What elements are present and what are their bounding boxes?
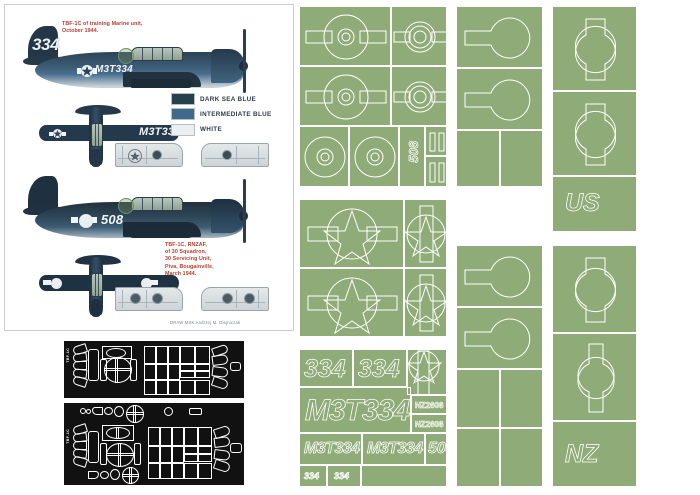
green-code-m3t334-large: M3T334 (305, 394, 411, 428)
wing-detail-right-1 (201, 143, 269, 167)
wing-detail-left-1 (115, 143, 183, 167)
green-mask-sheet-e: US (552, 6, 637, 232)
plan-view-marine: M3T334 (23, 105, 273, 167)
profile-instruction-panel: TBF-1C of training Marine unit, October … (4, 4, 294, 331)
wing-detail-right-2 (201, 287, 269, 311)
black-mask-sheet-1: TBF-1C (64, 341, 244, 398)
turret-outline (118, 48, 134, 64)
caption-bottom: TBF-1C, RNZAF, of 30 Squadron, 30 Servic… (165, 242, 214, 277)
black-mask-label-2: TBF-1C (66, 429, 70, 444)
green-label-us: US (565, 189, 600, 218)
black-mask-sheet-2: TBF-1C (64, 403, 244, 485)
green-number-334-b: 334 (358, 355, 400, 384)
caption-top: TBF-1C of training Marine unit, October … (62, 21, 143, 35)
green-number-334-a: 334 (304, 355, 346, 384)
green-code-508: 508 (428, 440, 455, 458)
legend-label-intermediate-blue: INTERMEDIATE BLUE (200, 110, 272, 118)
green-number-334-small-b: 334 (334, 471, 350, 482)
star-and-bar-insignia (77, 65, 97, 77)
fuselage-code-508: 508 (101, 212, 124, 227)
green-mask-sheet-d (456, 6, 543, 187)
legend-swatch-dark-sea-blue (171, 93, 195, 105)
fuselage-code: M3T334 (95, 64, 133, 75)
wing-roundel-bar-right (150, 280, 158, 285)
black-mask-label-1: TBF-1C (66, 348, 70, 363)
wing-detail-left-2 (115, 287, 183, 311)
green-label-nz: NZ (565, 440, 599, 469)
roundel-bars (71, 217, 78, 223)
legend-row: WHITE (171, 123, 272, 136)
legend-swatch-intermediate-blue (171, 108, 195, 121)
turret-outline (118, 198, 134, 214)
green-serial-nz2606-b: NZ2606 (415, 420, 444, 430)
tail-number-334: 334 (32, 35, 60, 54)
side-view-rnzaf: 508 (23, 173, 273, 251)
green-code-m3t334-med-a: M3T334 (304, 440, 361, 458)
wing-star-insignia (49, 129, 66, 138)
wing-roundel-bar-left (43, 280, 51, 285)
roundel-bars (92, 217, 97, 223)
green-code-508-vertical: 508 (406, 141, 422, 163)
wing-roundel-left (51, 278, 62, 289)
wing-code: M3T334 (139, 126, 181, 138)
legend-swatch-white (171, 123, 195, 136)
rnzaf-roundel (79, 214, 93, 228)
green-mask-sheet-f (456, 245, 543, 487)
legend-label-dark-sea-blue: DARK SEA BLUE (200, 95, 257, 103)
legend-row: INTERMEDIATE BLUE (171, 108, 272, 121)
side-view-marine: 334 M3T334 (23, 23, 273, 101)
green-mask-sheet-c: 334 334 M3T334 NZ2606 NZ2606 M3T334 M3T3… (299, 349, 455, 487)
green-mask-sheet-a: 508 (299, 6, 448, 187)
green-mask-sheet-g: NZ (552, 245, 637, 487)
green-code-m3t334-med-b: M3T334 (367, 440, 424, 458)
green-number-334-small-a: 334 (304, 471, 320, 482)
color-legend: DARK SEA BLUE INTERMEDIATE BLUE WHITE (171, 93, 272, 139)
legend-row: DARK SEA BLUE (171, 93, 272, 105)
legend-label-white: WHITE (200, 126, 223, 134)
green-mask-sheet-b (299, 199, 448, 337)
artwork-credit: DRAW MSK Andrzej M. Olejniczak (170, 320, 241, 325)
wing-roundel-detail (128, 149, 142, 163)
green-serial-nz2606-a: NZ2606 (415, 401, 444, 411)
